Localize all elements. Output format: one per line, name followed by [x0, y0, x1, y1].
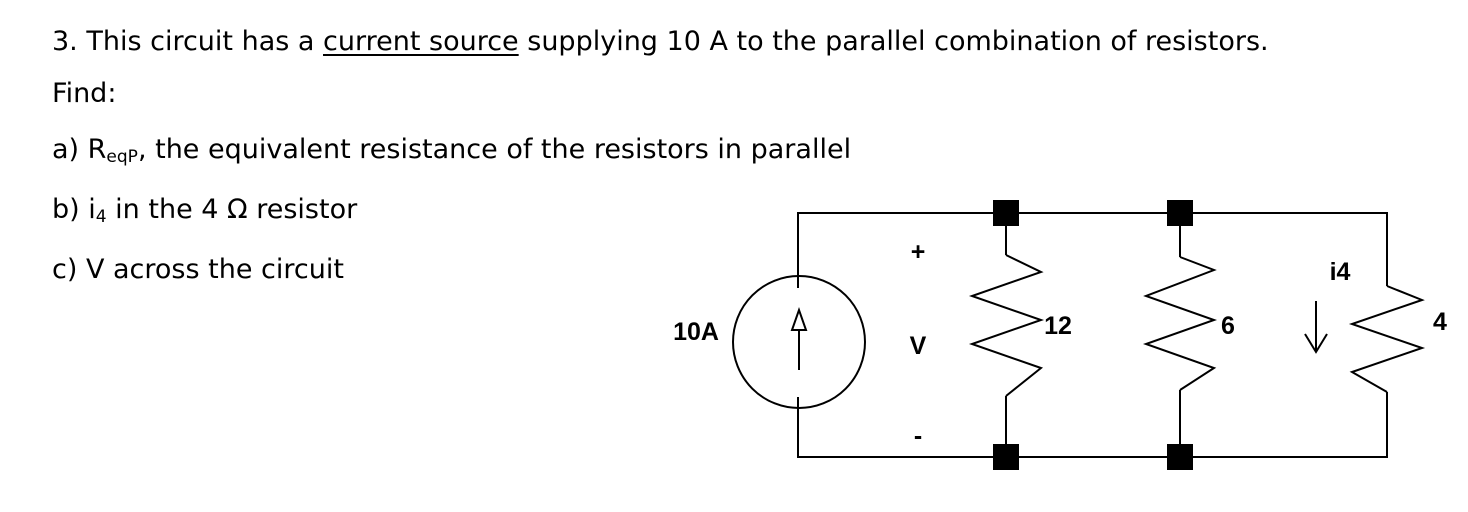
node-top-2	[1167, 200, 1193, 226]
part-a-subscript: eqP	[106, 147, 138, 167]
resistor-4-label: 4	[1433, 308, 1447, 336]
part-b: b) i4 in the 4 Ω resistor	[52, 196, 357, 226]
intro-text-end: supplying 10 A to the parallel combinati…	[518, 26, 1269, 57]
source-label: 10A	[673, 318, 719, 346]
bottom-wire	[797, 392, 1388, 458]
i4-arrow-head	[1304, 333, 1328, 354]
resistor-12-label: 12	[1044, 312, 1072, 340]
current-i4-label: i4	[1330, 258, 1351, 286]
part-b-prefix: b) i	[52, 194, 96, 225]
current-source-circle	[732, 275, 866, 409]
voltage-label: V	[910, 332, 927, 360]
node-top-1	[993, 200, 1019, 226]
part-b-text: in the 4 Ω resistor	[106, 194, 358, 225]
underlined-term: current source	[323, 26, 519, 57]
top-wire	[797, 212, 1388, 288]
part-a-text: , the equivalent resistance of the resis…	[137, 134, 852, 165]
part-a: a) ReqP, the equivalent resistance of th…	[52, 136, 851, 166]
resistor-6-label: 6	[1221, 312, 1235, 340]
resistor-12	[968, 254, 1045, 397]
resistor-6	[1142, 256, 1218, 391]
part-a-prefix: a) R	[52, 134, 107, 165]
node-bottom-2	[1167, 444, 1193, 470]
node-bottom-1	[993, 444, 1019, 470]
part-c: c) V across the circuit	[52, 254, 344, 285]
resistor-4	[1348, 285, 1426, 393]
voltage-plus: +	[911, 238, 926, 266]
intro-text: 3. This circuit has a	[52, 26, 324, 57]
part-b-subscript: 4	[95, 207, 107, 227]
source-arrow-head	[790, 306, 808, 331]
voltage-minus: -	[914, 422, 922, 450]
find-label: Find:	[52, 78, 117, 109]
problem-intro: 3. This circuit has a current source sup…	[52, 28, 1269, 55]
